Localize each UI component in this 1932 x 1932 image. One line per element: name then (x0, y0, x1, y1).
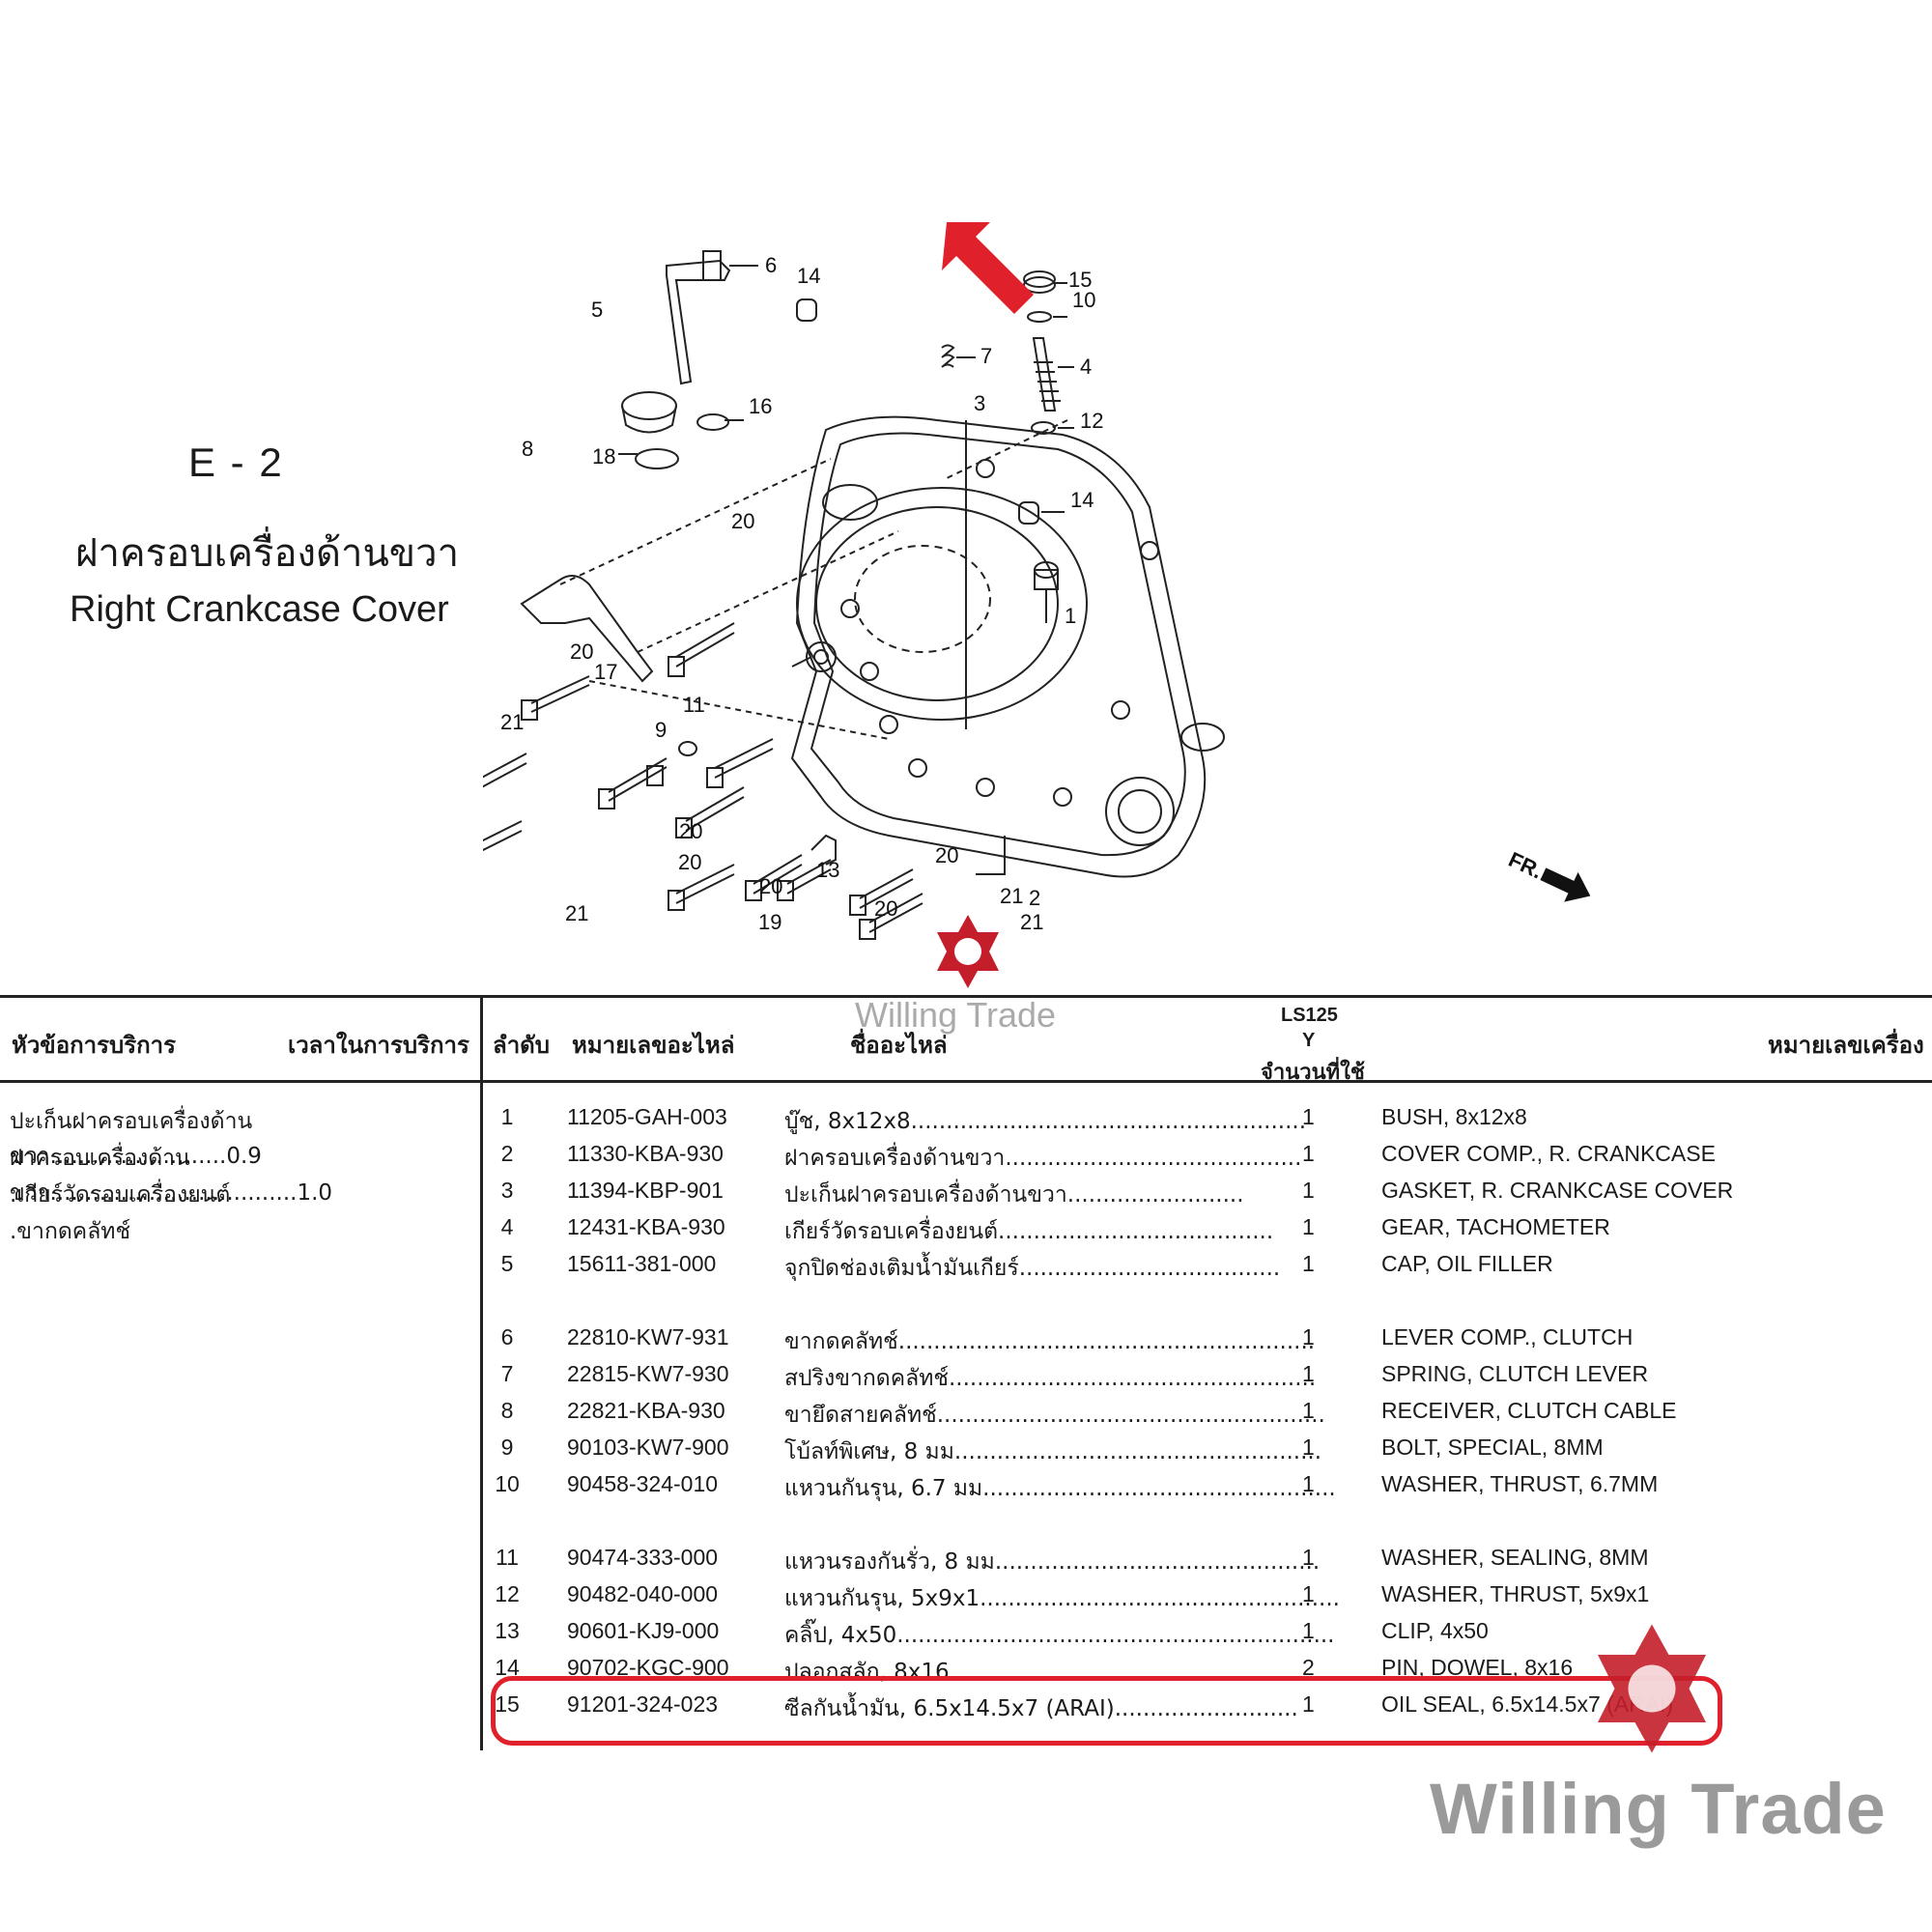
table-divider (480, 997, 483, 1750)
callout-5: 5 (591, 298, 603, 322)
page-title-thai: ฝาครอบเครื่องด้านขวา (75, 531, 460, 576)
callout-19: 19 (758, 910, 781, 934)
callout-17: 17 (594, 660, 617, 684)
section-code: E - 2 (188, 440, 284, 485)
callout-3: 3 (974, 391, 985, 415)
header-engine-no: หมายเลขเครื่อง (1768, 1032, 1924, 1059)
callout-21-a: 21 (500, 710, 524, 734)
callout-14-top: 14 (797, 264, 820, 288)
highlight-box (491, 1676, 1722, 1746)
callout-10: 10 (1072, 288, 1095, 312)
callout-21-d: 21 (1020, 910, 1043, 934)
callout-12: 12 (1080, 409, 1103, 433)
callout-20-d: 20 (759, 874, 782, 898)
header-service-topic: หัวข้อการบริการ (12, 1032, 177, 1059)
direction-label: FR. (1505, 847, 1547, 884)
callout-20-e: 20 (679, 819, 702, 843)
callout-20-b: 20 (570, 639, 593, 664)
callout-2: 2 (1029, 886, 1040, 910)
highlight-arrow (942, 222, 1034, 314)
watermark-text-large: Willing Trade (1430, 1769, 1887, 1849)
callout-20-f: 20 (935, 843, 958, 867)
callout-21-b: 21 (565, 901, 588, 925)
service-item: .ขากดคลัทช์ (10, 1219, 131, 1244)
callout-13: 13 (816, 858, 839, 882)
callout-16: 16 (749, 394, 772, 418)
callout-4: 4 (1080, 355, 1092, 379)
service-item: ฝาครอบเครื่องด้านขวา....................… (10, 1146, 333, 1206)
callout-14-right: 14 (1070, 488, 1094, 512)
header-qty: จำนวนที่ใช้ (1261, 1061, 1365, 1085)
crankcase-cover-drawing (483, 250, 1225, 940)
header-model-variant: Y (1302, 1030, 1316, 1051)
watermark-logo-large (1598, 1624, 1706, 1753)
header-seq: ลำดับ (493, 1032, 551, 1059)
watermark-logo-small (937, 915, 999, 988)
callout-20-a: 20 (731, 509, 754, 533)
callout-8: 8 (522, 437, 533, 461)
page-title-english: Right Crankcase Cover (70, 589, 449, 630)
front-direction-marker: FR. (1505, 847, 1591, 902)
callout-7: 7 (980, 344, 992, 368)
service-item: ปะเก็นฝาครอบเครื่องด้านขวา..............… (10, 1109, 262, 1169)
callout-15: 15 (1068, 268, 1092, 292)
exploded-parts-diagram: 1 2 3 4 5 6 7 8 9 10 11 12 13 14 14 15 1… (483, 222, 1591, 940)
callout-11: 11 (683, 693, 705, 717)
service-item: .เกียร์วัดรอบเครื่องยนต์ (10, 1182, 231, 1208)
header-model: LS125 (1281, 1005, 1338, 1026)
callout-9: 9 (655, 718, 667, 742)
header-part-name: ชื่ออะไหล่ (850, 1032, 948, 1059)
callout-1: 1 (1065, 604, 1076, 628)
callout-20-g: 20 (874, 896, 897, 921)
part-callouts: 1 2 3 4 5 6 7 8 9 10 11 12 13 14 14 15 1… (500, 253, 1103, 934)
header-part-no: หมายเลขอะไหล่ (572, 1032, 735, 1059)
header-service-time: เวลาในการบริการ (288, 1032, 469, 1059)
table-top-rule (0, 995, 1932, 998)
callout-20-c: 20 (678, 850, 701, 874)
callout-21-c: 21 (1000, 884, 1023, 908)
watermark-text-small: Willing Trade (855, 995, 1057, 1035)
callout-6: 6 (765, 253, 777, 277)
callout-18: 18 (592, 444, 615, 469)
table-header-rule (0, 1080, 1932, 1083)
